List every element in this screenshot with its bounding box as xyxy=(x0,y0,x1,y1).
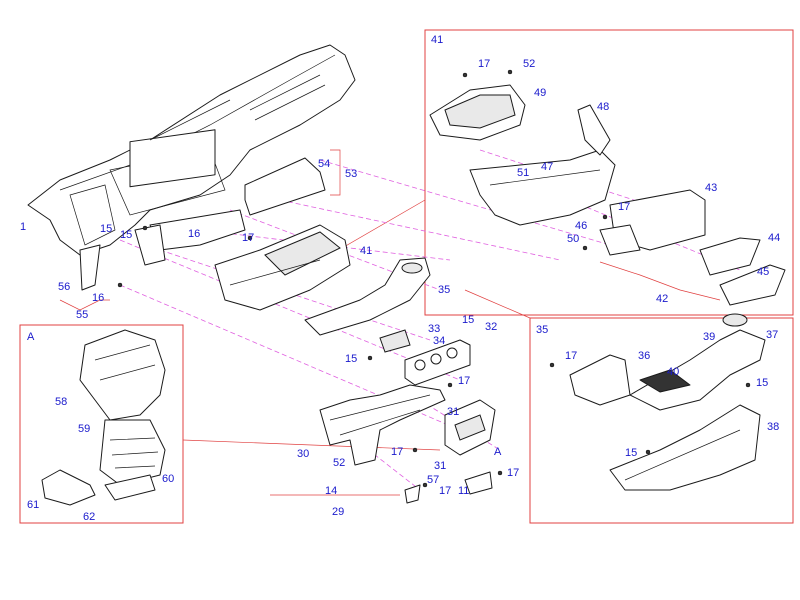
detail-frame-a xyxy=(19,324,184,524)
bracket-53 xyxy=(330,149,341,196)
glovebox-cover-54 xyxy=(244,157,326,216)
label-15-d: 15 xyxy=(345,353,357,365)
leader-35-frame xyxy=(464,289,531,319)
dashboard-shell xyxy=(27,44,356,256)
label-31-a: 31 xyxy=(447,406,459,418)
part-33-clip xyxy=(379,329,411,353)
label-47: 47 xyxy=(541,161,553,173)
label-43: 43 xyxy=(705,182,717,194)
label-52-b: 52 xyxy=(523,58,535,70)
side-cover-56 xyxy=(79,244,101,291)
label-35-b: 35 xyxy=(536,324,548,336)
label-35-a: 35 xyxy=(438,284,450,296)
tray-31 xyxy=(444,399,496,456)
small-part-11 xyxy=(464,471,493,495)
detail-frame-35 xyxy=(529,317,794,524)
label-15-f: 15 xyxy=(625,447,637,459)
switch-bezel-32 xyxy=(404,339,471,386)
label-45: 45 xyxy=(757,266,769,278)
label-50: 50 xyxy=(567,233,579,245)
label-16-b: 16 xyxy=(92,292,104,304)
part-labels: 1 15 15 16 17 54 53 41 35 56 16 55 33 15… xyxy=(20,34,780,523)
label-46: 46 xyxy=(575,220,587,232)
label-49: 49 xyxy=(534,87,546,99)
small-part-57 xyxy=(404,484,421,504)
label-38: 38 xyxy=(767,421,779,433)
bracket-55 xyxy=(59,299,110,311)
detail-35-parts xyxy=(569,313,766,491)
label-17-b: 17 xyxy=(458,375,470,387)
label-a-1: A xyxy=(27,331,35,343)
label-17-g: 17 xyxy=(618,201,630,213)
label-61: 61 xyxy=(27,499,39,511)
label-17-f: 17 xyxy=(478,58,490,70)
label-17-a: 17 xyxy=(242,232,254,244)
label-55: 55 xyxy=(76,309,88,321)
label-36: 36 xyxy=(638,350,650,362)
label-62: 62 xyxy=(83,511,95,523)
label-33: 33 xyxy=(428,323,440,335)
label-15-e: 15 xyxy=(756,377,768,389)
lower-panel-16 xyxy=(134,209,246,266)
label-29: 29 xyxy=(332,506,344,518)
label-41-a: 41 xyxy=(360,245,372,257)
bracket-42 xyxy=(599,261,721,301)
label-15-b: 15 xyxy=(120,229,132,241)
label-60: 60 xyxy=(162,473,174,485)
label-52-a: 52 xyxy=(333,457,345,469)
label-14: 14 xyxy=(325,485,337,497)
label-30: 30 xyxy=(297,448,309,460)
label-57: 57 xyxy=(427,474,439,486)
console-duct-35 xyxy=(304,257,431,336)
label-32: 32 xyxy=(485,321,497,333)
screws xyxy=(117,69,751,488)
leader-a-frame xyxy=(182,439,441,451)
label-54: 54 xyxy=(318,158,330,170)
label-15-c: 15 xyxy=(462,314,474,326)
label-56: 56 xyxy=(58,281,70,293)
label-40: 40 xyxy=(667,366,679,378)
label-34: 34 xyxy=(433,335,445,347)
detail-41-parts xyxy=(429,84,786,306)
label-1: 1 xyxy=(20,221,26,233)
label-42: 42 xyxy=(656,293,668,305)
label-17-d: 17 xyxy=(439,485,451,497)
label-17-h: 17 xyxy=(565,350,577,362)
label-16-a: 16 xyxy=(188,228,200,240)
support-bracket-30 xyxy=(319,384,446,466)
label-58: 58 xyxy=(55,396,67,408)
label-15-a: 15 xyxy=(100,223,112,235)
detail-a-parts xyxy=(41,329,166,506)
label-11: 11 xyxy=(458,485,469,497)
label-17-e: 17 xyxy=(507,467,519,479)
label-51: 51 xyxy=(517,167,529,179)
label-44: 44 xyxy=(768,232,780,244)
label-17-c: 17 xyxy=(391,446,403,458)
label-a-2: A xyxy=(494,446,502,458)
detail-frame-41 xyxy=(424,29,794,316)
callout-frames xyxy=(19,29,794,524)
label-39: 39 xyxy=(703,331,715,343)
center-storage-41 xyxy=(214,224,351,311)
label-37: 37 xyxy=(766,329,778,341)
label-41-b: 41 xyxy=(431,34,443,46)
label-31-b: 31 xyxy=(434,460,446,472)
label-53: 53 xyxy=(345,168,357,180)
label-48: 48 xyxy=(597,101,609,113)
label-59: 59 xyxy=(78,423,90,435)
